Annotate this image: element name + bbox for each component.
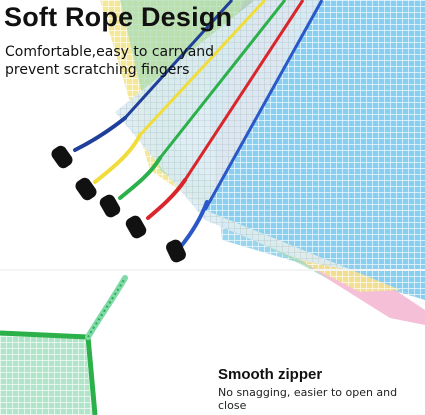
- pull-tab-green: [99, 194, 121, 218]
- pull-tab-red: [125, 215, 147, 239]
- feature-title: Smooth zipper: [218, 366, 323, 383]
- zipper-navy: [123, 0, 234, 120]
- zipper-green: [158, 0, 287, 159]
- zipper-yellow: [138, 0, 267, 137]
- zipper-red: [183, 0, 305, 181]
- headline-title: Soft Rope Design: [4, 2, 233, 32]
- zipper-pulls: [51, 116, 209, 263]
- mesh-bags-stack: [100, 0, 425, 325]
- headline-line-1: Comfortable,easy to carryand: [5, 44, 215, 60]
- feature-description: No snagging, easier to open and close: [218, 386, 398, 412]
- zipper-blue: [203, 0, 324, 211]
- zipper-edges: [123, 0, 324, 211]
- pull-tab-blue: [166, 239, 186, 263]
- pull-tab-yellow: [75, 177, 97, 201]
- pull-tab-navy: [51, 145, 73, 169]
- zipper-closeup: [0, 275, 128, 415]
- headline-line-2: prevent scratching fingers: [5, 62, 190, 78]
